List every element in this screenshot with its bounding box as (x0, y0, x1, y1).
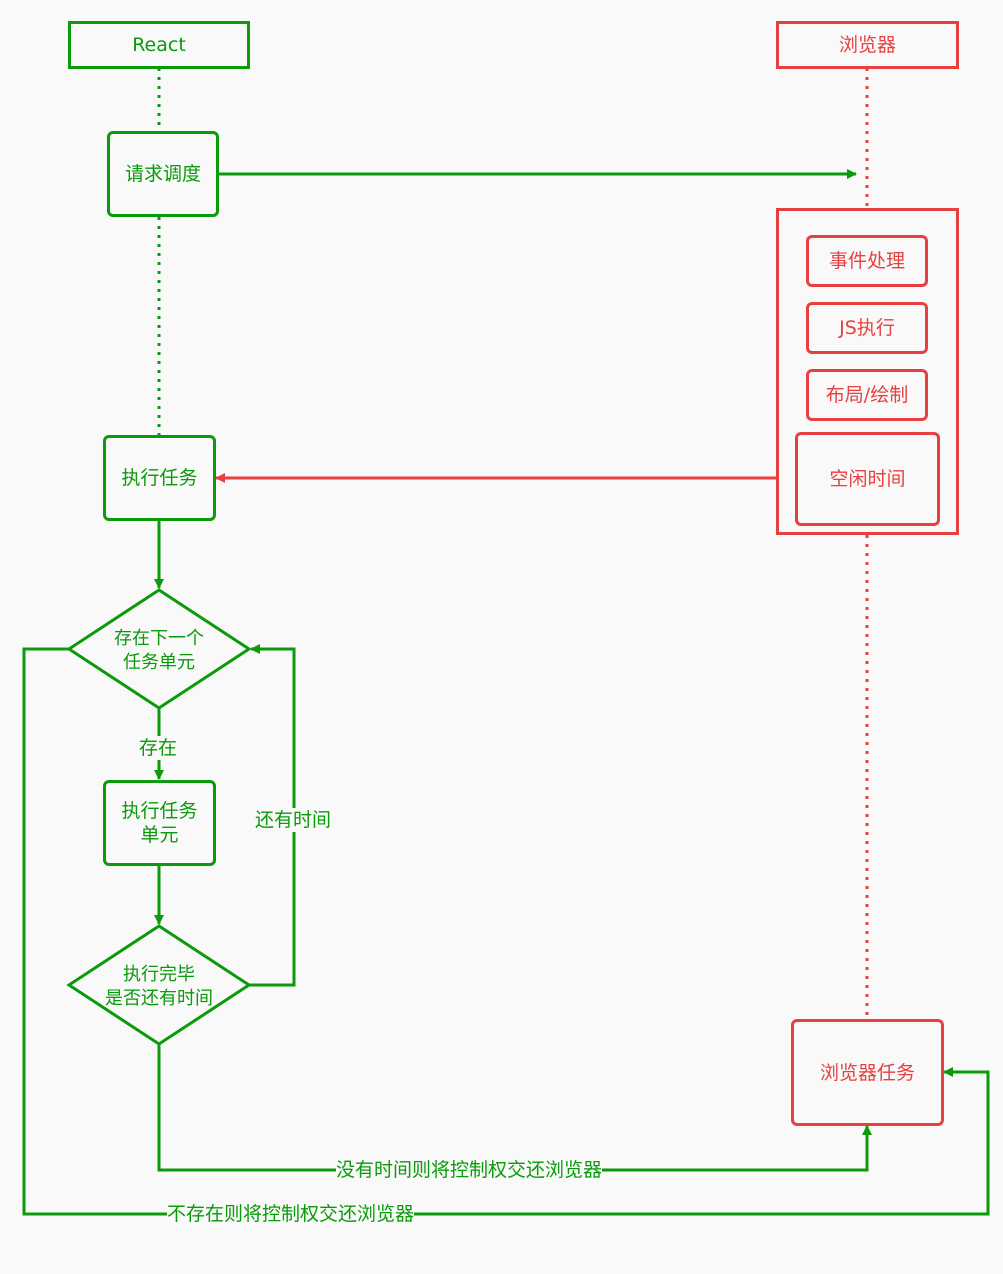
decision2-line1: 执行完毕 (123, 964, 195, 985)
layout-paint-box: 布局/绘制 (806, 369, 928, 421)
request-scheduling-box: 请求调度 (107, 131, 219, 217)
execute-unit-box: 执行任务 单元 (103, 780, 216, 866)
no-time-arrow (157, 1044, 872, 1172)
idle-time-label: 空闲时间 (829, 468, 906, 490)
has-time-label: 还有时间 (255, 808, 332, 832)
decision1-text: 存在下一个 任务单元 (89, 627, 229, 675)
browser-header: 浏览器 (776, 21, 959, 69)
execute-task-label: 执行任务 (121, 467, 198, 489)
browser-header-label: 浏览器 (838, 34, 896, 56)
react-header: React (68, 21, 250, 69)
decision2-line2: 是否还有时间 (105, 988, 213, 1009)
not-exist-arrow (22, 647, 990, 1216)
execute-task-box: 执行任务 (103, 435, 216, 521)
react-header-label: React (132, 34, 186, 56)
decision1-line1: 存在下一个 (114, 628, 204, 649)
decision2-text: 执行完毕 是否还有时间 (89, 963, 229, 1011)
idle-time-box: 空闲时间 (795, 432, 940, 526)
decision1-line2: 任务单元 (123, 652, 195, 673)
event-handling-box: 事件处理 (806, 235, 928, 287)
js-execution-label: JS执行 (839, 317, 895, 339)
execute-unit-line1: 执行任务 (121, 800, 198, 822)
exists-label: 存在 (139, 736, 178, 760)
execute-unit-line2: 单元 (140, 824, 179, 846)
event-handling-label: 事件处理 (828, 250, 905, 272)
not-exist-label: 不存在则将控制权交还浏览器 (167, 1202, 415, 1226)
browser-task-label: 浏览器任务 (819, 1061, 915, 1084)
no-time-label: 没有时间则将控制权交还浏览器 (336, 1158, 603, 1182)
js-execution-box: JS执行 (806, 302, 928, 354)
layout-paint-label: 布局/绘制 (825, 384, 909, 406)
browser-task-box: 浏览器任务 (791, 1019, 944, 1126)
request-scheduling-label: 请求调度 (124, 163, 201, 185)
